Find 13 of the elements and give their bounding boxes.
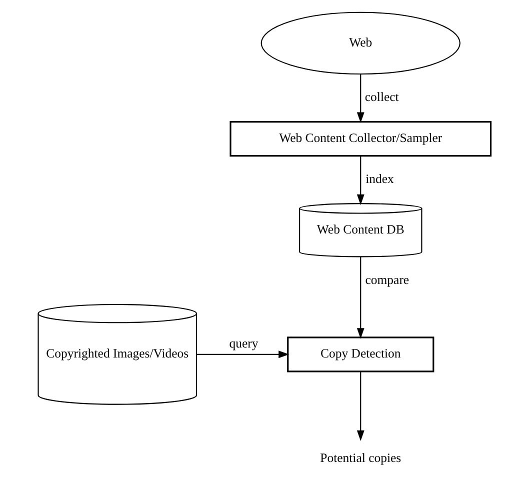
arrow <box>356 74 364 123</box>
edge-label: compare <box>365 272 410 287</box>
arrow <box>196 350 290 358</box>
edge-label: query <box>229 336 258 351</box>
node-text: Potential copies <box>320 450 402 465</box>
node-ellipse: Web <box>260 12 460 75</box>
arrow <box>356 256 364 339</box>
node-box: Web Content Collector/Sampler <box>230 120 492 157</box>
arrow <box>356 156 364 206</box>
arrow <box>356 372 364 441</box>
edge-label: index <box>366 172 394 186</box>
node-box: Copy Detection <box>287 336 434 372</box>
edge-label: collect <box>364 90 399 104</box>
